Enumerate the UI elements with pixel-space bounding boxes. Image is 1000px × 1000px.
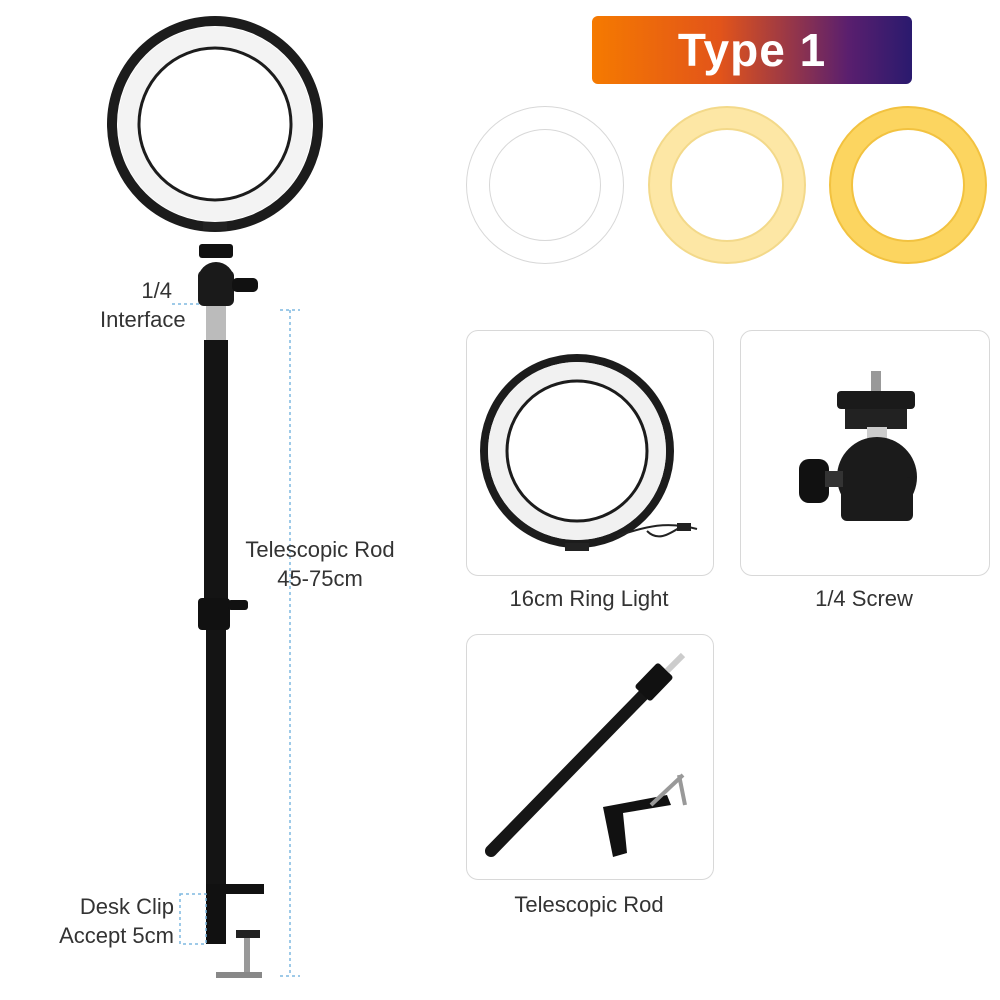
ring-light-card xyxy=(466,330,714,576)
rod-length-label-line2: 45-75cm xyxy=(277,566,363,591)
interface-label: 1/4 Interface xyxy=(100,276,186,334)
screw-card xyxy=(740,330,990,576)
yellow-ring xyxy=(829,106,987,264)
desk-clip-label: Desk Clip Accept 5cm xyxy=(14,892,174,950)
rod-length-label: Telescopic Rod 45-75cm xyxy=(224,535,416,593)
rod-caption: Telescopic Rod xyxy=(514,892,664,917)
desk-clip-label-line1: Desk Clip xyxy=(79,894,174,919)
ball-head-image xyxy=(799,371,917,521)
type-badge: Type 1 xyxy=(592,16,912,84)
interface-label-line2: Interface xyxy=(100,307,186,332)
rod-card xyxy=(466,634,714,880)
ring-light-caption: 16cm Ring Light xyxy=(509,586,669,611)
white-ring xyxy=(466,106,624,264)
interface-label-line1: 1/4 xyxy=(141,278,172,303)
warm-ring xyxy=(648,106,806,264)
ring-light-image xyxy=(480,354,698,551)
rod-and-clip-image xyxy=(485,652,687,857)
product-stand-illustration xyxy=(107,16,323,978)
screw-caption: 1/4 Screw xyxy=(815,586,913,611)
rod-length-label-line1: Telescopic Rod xyxy=(245,537,395,562)
desk-clip-label-line2: Accept 5cm xyxy=(59,923,174,948)
color-modes xyxy=(466,106,987,264)
type-badge-label: Type 1 xyxy=(677,24,827,76)
